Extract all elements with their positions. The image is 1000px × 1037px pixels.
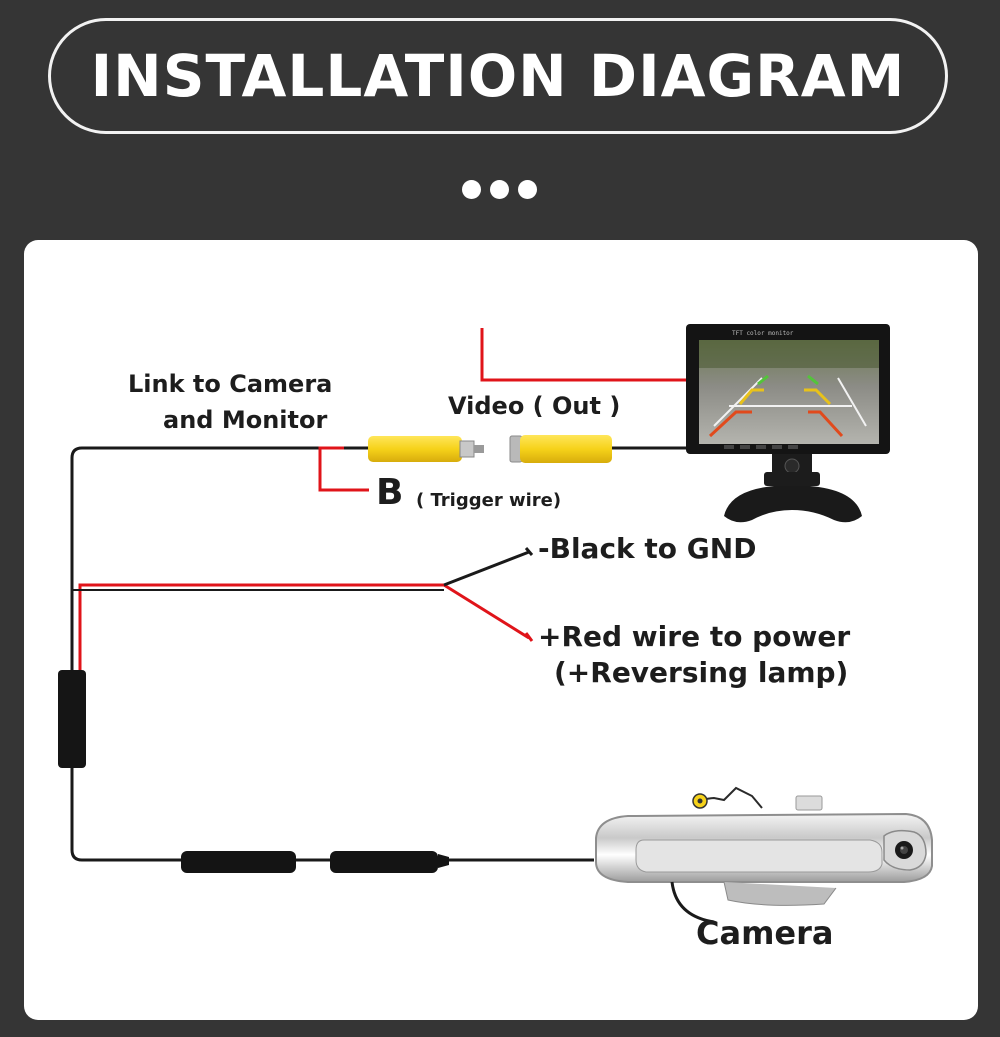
diagram-panel: TFT color monitor Link to Camera and Mon… [24,240,978,1020]
page-title: INSTALLATION DIAGRAM [90,42,906,110]
rca-male-connector [368,436,484,462]
red-power-wire [78,583,534,670]
dot-icon [518,180,537,199]
inline-fuse-module [58,670,86,768]
extension-plug-left [181,851,296,873]
trigger-letter-label: B [376,472,404,513]
monitor-power-wire [480,328,692,382]
power-label-line1: +Red wire to power [538,620,851,653]
link-label-line1: Link to Camera [128,370,333,398]
monitor-icon [686,324,890,523]
pagination-dots [462,180,538,200]
camera-label: Camera [696,914,834,952]
trigger-wire-label: ( Trigger wire) [416,490,562,511]
black-gnd-wire [72,547,534,591]
main-cable [70,446,594,862]
extension-plug-tip [438,854,449,868]
gnd-label: -Black to GND [538,532,757,565]
title-banner: INSTALLATION DIAGRAM [48,18,948,134]
power-label-line2: (+Reversing lamp) [554,656,849,689]
video-out-label: Video ( Out ) [448,392,621,420]
wiring-diagram: TFT color monitor [58,324,933,924]
rca-female-connector [509,435,612,463]
dot-icon [490,180,509,199]
monitor-brand-text: TFT color monitor [732,330,794,337]
dot-icon [462,180,481,199]
extension-plug-right [330,851,438,873]
link-label-line2: and Monitor [163,406,328,434]
trigger-wire [318,446,369,492]
camera-handle-icon [595,786,933,924]
